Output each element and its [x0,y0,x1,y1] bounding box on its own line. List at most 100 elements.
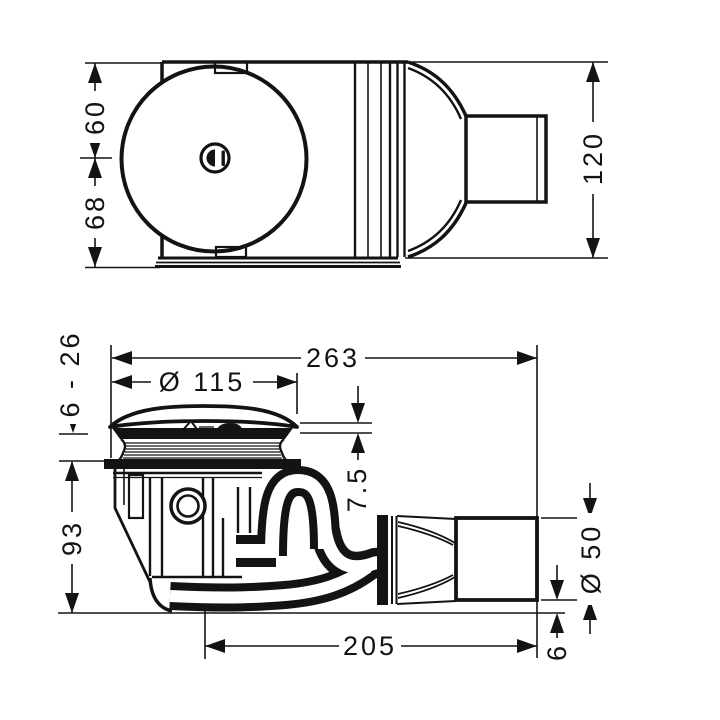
trumpet-bottom-inner [407,199,463,253]
label-mask [58,512,86,564]
dim-label-50-group: Ø 50 [576,513,606,605]
bottom-run-bore [169,562,372,604]
dim-outlet-diameter: Ø 50 [541,483,606,634]
housing-inner-lines [367,62,382,257]
arrow-down [550,580,564,600]
label-mask [579,122,607,194]
dim-outlet-run: 205 [204,608,537,661]
label-mask [81,91,109,143]
dim-label-range-group: 6 - 26 [55,324,85,424]
reference-lines [59,433,112,462]
body-left-outline [113,469,152,583]
body-ribs [148,478,252,576]
pivot-bar [221,150,225,166]
rib-box [127,473,145,520]
arrow-right [517,351,537,365]
arrow-down [351,403,365,423]
extension-lines [405,61,608,259]
neck-thread-lines [123,442,282,459]
dim-263: 263 [110,343,538,658]
dim-label-60: 60 [80,99,110,135]
top-view-cap [119,64,309,254]
outlet-pipe-side-view [454,516,539,602]
side-view: 263 Ø 115 6 - 26 93 [55,324,606,666]
dim-label-93-group: 93 [57,512,87,564]
arrow-up [550,613,564,633]
body-bottom-corner [148,577,173,613]
arrow-up-shared [65,461,79,481]
dim-label-7-5: 7.5 [342,466,372,513]
label-mask [343,460,371,518]
dim-label-205: 205 [343,631,397,661]
screw-boss-inner [176,494,200,518]
bottom-tab [214,245,248,259]
arrow-down [586,238,600,258]
cap-dome [108,404,299,429]
top-view-outlet [407,60,548,259]
housing-flange-lines [353,62,406,257]
arrow-down [65,593,79,613]
reference-lines [300,422,372,434]
dim-body-height: 93 [57,461,87,613]
dim-label-50: Ø 50 [576,524,606,595]
side-view-cap [104,404,301,469]
hump-bore [265,473,332,557]
side-view-outlet [377,513,539,607]
arrow-left [112,351,132,365]
dim-cap-diameter: Ø 115 [112,367,298,414]
arrow-right [277,375,297,389]
outlet-flange-bar [377,515,388,605]
trumpet-bottom-outer [407,202,468,259]
dim-label-6-group: 6 [542,638,572,666]
label-mask [151,369,253,395]
arrow-mid-up [88,158,102,178]
outlet-pipe-top-view [464,114,548,204]
arrow-down [583,498,597,518]
dim-label-115: Ø 115 [159,367,246,397]
dim-label-120: 120 [578,131,608,185]
dim-label-6: 6 [542,643,572,661]
arrow-up [88,63,102,83]
outlet-mask [388,513,458,607]
dim-label-120-group: 120 [578,122,608,194]
drain-flange [104,459,301,469]
extension-lines [110,345,538,658]
trumpet-top-inner [407,66,463,120]
exit-channel-bore [318,528,393,574]
pivot-crescent [206,149,215,167]
dim-label-60-group: 60 [80,91,110,143]
dim-top-right: 120 [405,61,608,259]
dim-label-75-group: 7.5 [342,460,372,518]
outlet-silhouette [396,515,457,605]
side-view-trap-tube [169,465,394,612]
arrow-up [351,433,365,453]
dim-label-68: 68 [80,194,110,230]
extension-lines [80,62,162,269]
outlet-funnel-bottom [397,574,456,599]
cap-seal-band [112,428,293,439]
label-mask [81,186,109,238]
label-mask [543,638,571,666]
dim-cap-lip: 7.5 [300,386,372,518]
side-view-body [113,469,262,613]
label-mask [339,632,401,659]
dim-adjust-range: 6 - 26 [55,324,112,462]
dim-label-6-26: 6 - 26 [55,330,85,417]
outlet-funnel-top [397,521,456,546]
neck-outline [118,438,287,461]
arrow-left [205,639,225,653]
label-mask [301,344,365,371]
label-mask [56,324,84,424]
top-tab [213,60,249,75]
arrow-left [112,375,132,389]
outlet-flange-lines [391,516,398,604]
label-mask [577,513,605,605]
arrow-up [583,600,597,620]
dim-label-263: 263 [306,343,360,373]
top-view-tabs [213,60,249,259]
dim-label-68-group: 68 [80,186,110,238]
arrow-right [517,639,537,653]
arrow-up [586,62,600,82]
